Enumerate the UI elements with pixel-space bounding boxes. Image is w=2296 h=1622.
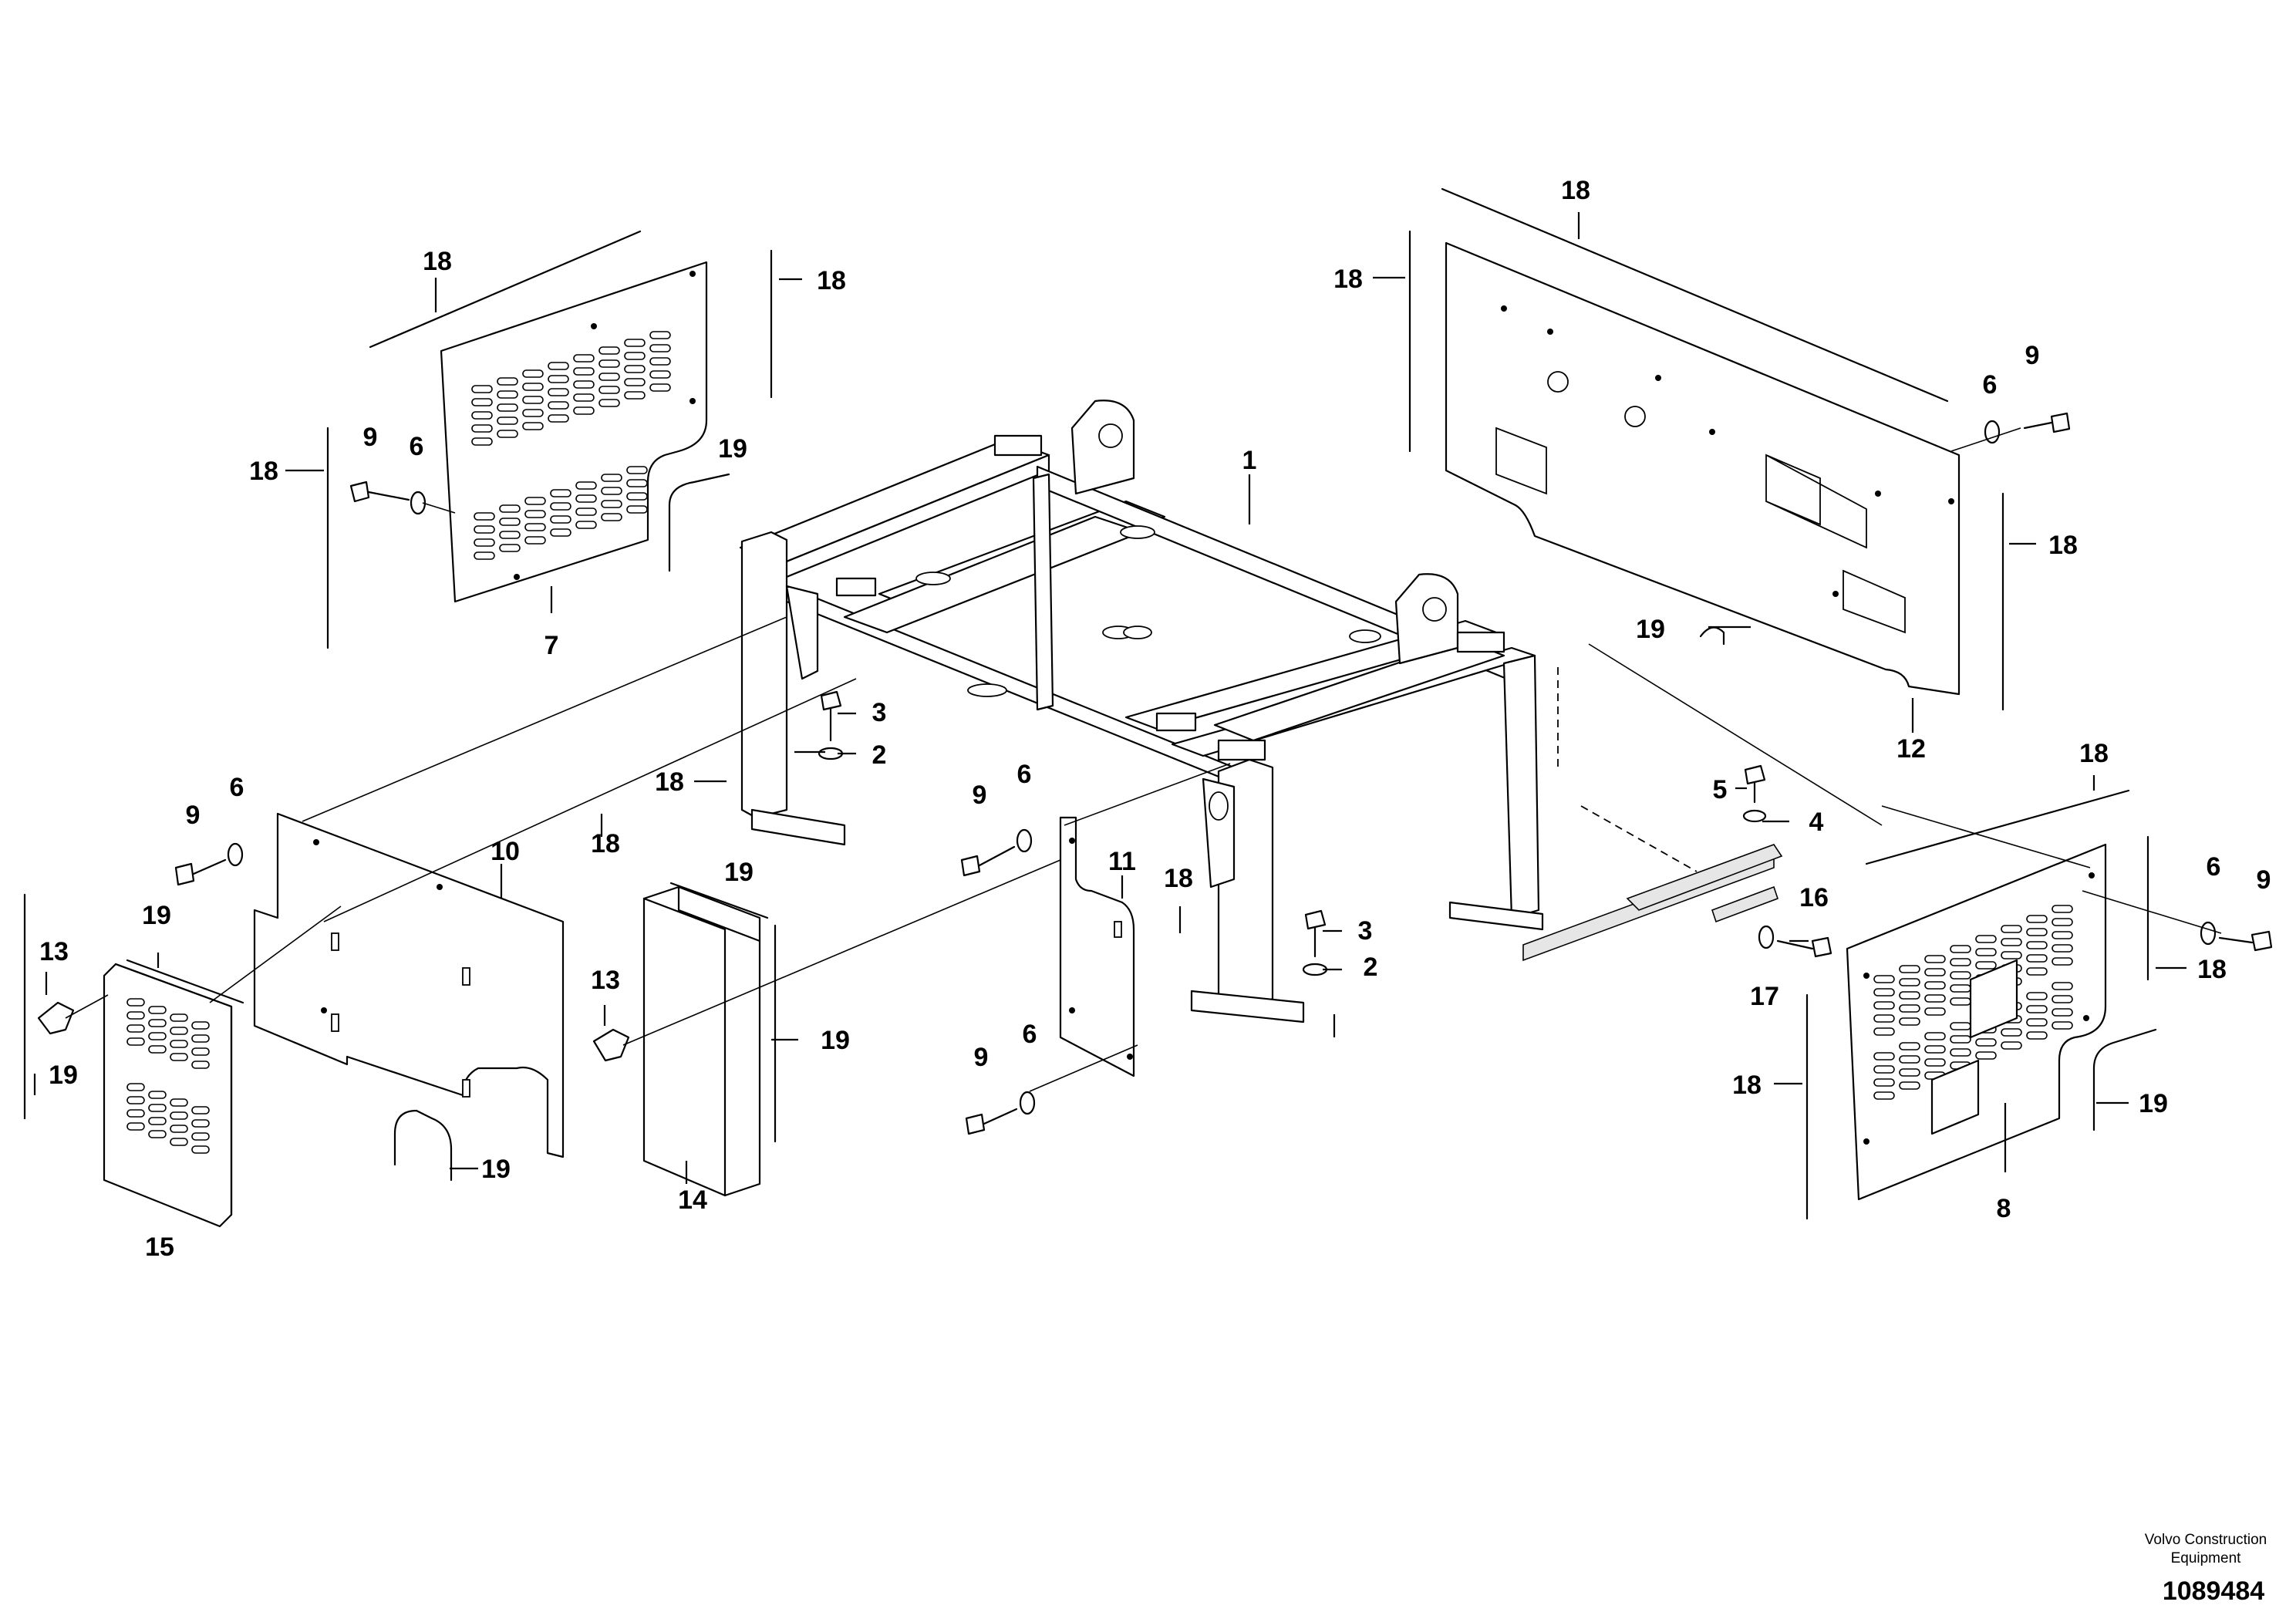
callout-6: 6	[410, 432, 424, 461]
callout-18: 18	[1333, 265, 1363, 294]
callout-labels: 1 2 2 3 3 4 5 6 6 6 6 6 6 7 8 9 9 9 9 9 …	[39, 176, 2271, 1262]
callout-18: 18	[1164, 864, 1193, 893]
bolt-9-panel-7	[349, 481, 426, 515]
panel-7-slots	[471, 331, 671, 560]
callout-18: 18	[249, 457, 278, 486]
callout-1: 1	[1242, 446, 1257, 475]
callout-9: 9	[363, 423, 378, 452]
knob-13-left	[37, 1001, 75, 1035]
callout-18: 18	[817, 266, 846, 295]
company-name: Volvo Construction Equipment	[2129, 1531, 2283, 1568]
panel-8-slots	[1873, 905, 2073, 1100]
callout-9: 9	[186, 801, 201, 830]
panel-8-grille	[1846, 843, 2107, 1201]
strip-18-top-8	[1865, 789, 2130, 865]
callout-19: 19	[724, 858, 754, 887]
callout-9: 9	[2257, 865, 2271, 895]
callout-7: 7	[544, 631, 559, 660]
callout-6: 6	[1023, 1020, 1037, 1049]
bolt-9-panel-12	[1984, 412, 2071, 444]
bolt-5	[1742, 764, 1767, 823]
panel-14	[642, 885, 761, 1197]
callout-19: 19	[1636, 615, 1665, 644]
callout-9: 9	[973, 781, 987, 810]
callout-6: 6	[1983, 370, 1998, 400]
strip-18-top-left	[369, 230, 642, 349]
callout-2: 2	[872, 740, 887, 770]
bolt-9-panel-10	[174, 842, 244, 886]
callout-10: 10	[491, 837, 520, 866]
callout-9: 9	[974, 1043, 989, 1072]
callout-18: 18	[591, 829, 620, 858]
bolt-9-panel-8	[2200, 921, 2273, 952]
strip-19-bent-7	[668, 473, 730, 572]
company-name-line-1: Volvo Construction	[2144, 1532, 2267, 1548]
drawing-number: 1089484	[2162, 1576, 2265, 1606]
callout-19: 19	[481, 1155, 511, 1184]
callout-19: 19	[49, 1061, 78, 1090]
callout-3: 3	[1358, 916, 1373, 946]
bolt-9-panel-11-bottom	[965, 1091, 1036, 1135]
strip-18-top-right	[1441, 187, 1949, 403]
leader-lines	[33, 212, 2222, 1184]
callout-5: 5	[1713, 775, 1728, 804]
callout-11: 11	[1108, 847, 1136, 876]
callout-19: 19	[142, 901, 171, 930]
panel-15-slots	[126, 998, 210, 1154]
callout-6: 6	[1017, 760, 1032, 789]
callout-15: 15	[145, 1233, 174, 1262]
clip-19-panel-12	[1699, 626, 1725, 646]
callout-4: 4	[1809, 808, 1824, 837]
strip-19-bent-8	[2092, 1028, 2157, 1131]
callout-14: 14	[678, 1185, 707, 1215]
bolt-9-panel-11-top	[960, 828, 1033, 877]
panel-7-grille	[440, 261, 708, 603]
rail-assembly	[1522, 667, 1783, 962]
callout-8: 8	[1997, 1194, 2011, 1223]
callout-9: 9	[2025, 341, 2040, 370]
callout-18: 18	[1732, 1071, 1762, 1100]
knob-13-center	[592, 1028, 630, 1062]
callout-6: 6	[2207, 852, 2221, 882]
company-name-line-2: Equipment	[2170, 1550, 2241, 1566]
panel-10	[253, 812, 565, 1158]
callout-18: 18	[423, 247, 452, 276]
callout-19: 19	[718, 434, 747, 464]
callout-18: 18	[1561, 176, 1590, 205]
panel-15	[103, 963, 233, 1228]
callout-6: 6	[230, 773, 244, 802]
callout-18: 18	[655, 767, 684, 797]
bolt-16	[1758, 925, 1832, 958]
panel-11	[1059, 816, 1135, 1077]
panel-12	[1445, 241, 1961, 696]
callout-16: 16	[1799, 883, 1829, 912]
strip-19-u-10	[393, 1109, 453, 1182]
strip-19-top-15	[126, 959, 244, 1004]
callout-2: 2	[1364, 953, 1378, 982]
bolt-3-left	[818, 690, 844, 760]
callout-19: 19	[821, 1026, 850, 1055]
callout-17: 17	[1750, 982, 1779, 1011]
callout-18: 18	[2197, 955, 2227, 984]
callout-13: 13	[39, 937, 69, 966]
callout-12: 12	[1896, 734, 1926, 764]
main-frame-1	[739, 400, 1544, 1023]
callout-18: 18	[2079, 739, 2109, 768]
callout-3: 3	[872, 698, 887, 727]
callout-18: 18	[2048, 531, 2078, 560]
callout-13: 13	[591, 966, 620, 995]
callout-19: 19	[2139, 1089, 2168, 1118]
strip-19-top-14	[669, 882, 769, 919]
bolt-3-center	[1302, 909, 1328, 976]
